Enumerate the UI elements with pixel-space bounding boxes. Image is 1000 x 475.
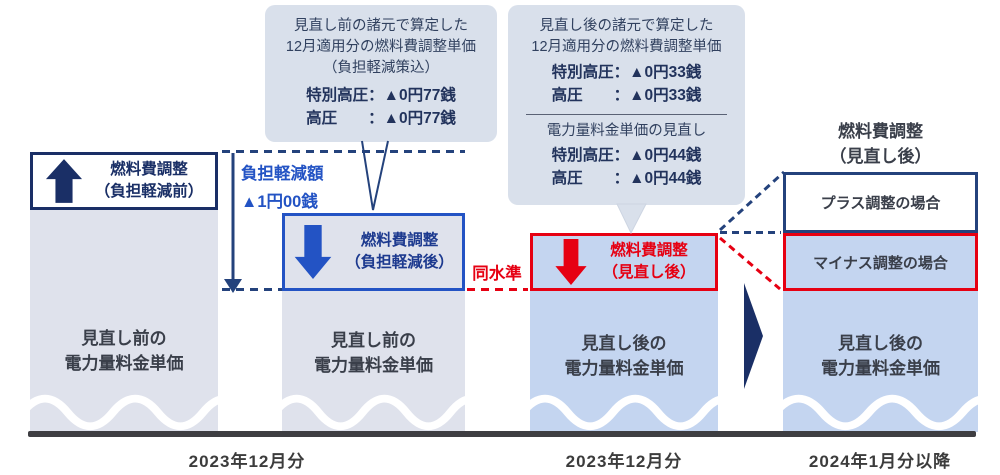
bar2-box-line2: （負担軽減後） (345, 254, 454, 271)
callout-divider (525, 114, 728, 115)
relief-amount-note: 負担軽減額 ▲1円00銭 (241, 160, 361, 216)
bar1-body-label: 見直し前の 電力量料金単価 (30, 326, 218, 376)
callout-before-value-koatsu: 高圧 ：▲0円77銭 (306, 110, 456, 127)
bar4-body-line2: 電力量料金単価 (821, 359, 940, 378)
future-adjustment-label: 燃料費調整 （見直し後） (788, 120, 973, 169)
wave-break-icon (519, 394, 752, 431)
minus-adjustment-case-box: マイナス調整の場合 (783, 233, 978, 291)
bar1-body-line1: 見直し前の (81, 329, 167, 348)
callout-before-title-line2: 12月適用分の燃料費調整単価 (285, 39, 477, 55)
bar1-box-line1: 燃料費調整 (110, 160, 188, 178)
bar4-body-line1: 見直し後の (838, 334, 923, 353)
callout-after-fuel-koatsu: 高圧 ：▲0円33銭 (551, 87, 702, 104)
bar2-box-label: 燃料費調整 （負担軽減後） (345, 230, 454, 275)
callout-before-values: 特別高圧：▲0円77銭 高圧 ：▲0円77銭 (306, 84, 456, 130)
relief-arrow-head-icon (224, 279, 242, 293)
fuel-adjustment-box-revised: 燃料費調整 （見直し後） (530, 233, 718, 291)
bar2-body-line2: 電力量料金単価 (314, 356, 433, 375)
callout-after-title-line1: 見直し後の諸元で算定した (539, 18, 714, 34)
future-label-line2: （見直し後） (829, 146, 932, 166)
down-arrow-icon (555, 239, 588, 285)
callout-after-energy-koatsu: 高圧 ：▲0円44銭 (551, 170, 702, 187)
flow-triangle-icon (744, 283, 763, 389)
callout-after-revision: 見直し後の諸元で算定した 12月適用分の燃料費調整単価 特別高圧：▲0円33銭 … (508, 5, 745, 205)
fuel-adjustment-box-before-relief: 燃料費調整 （負担軽減前） (30, 152, 218, 210)
callout-after-pointer (616, 203, 647, 235)
footer-period-before: 2023年12月分 (188, 452, 306, 471)
bar-before-relief-body: 見直し前の 電力量料金単価 (19, 210, 252, 432)
callout-after-fuel-tokko: 特別高圧：▲0円33銭 (551, 64, 702, 81)
same-level-note: 同水準 (472, 265, 522, 283)
bar3-body-label: 見直し後の 電力量料金単価 (530, 331, 718, 381)
relief-amount-line2: ▲1円00銭 (241, 193, 318, 211)
bar1-box-label: 燃料費調整 （負担軽減前） (95, 159, 204, 204)
future-label-line1: 燃料費調整 (838, 122, 923, 141)
bar3-box-label: 燃料費調整 （見直し後） (602, 240, 695, 285)
wave-break-icon (271, 394, 498, 431)
bar3-box-line1: 燃料費調整 (610, 241, 688, 259)
bar1-box-line2: （負担軽減前） (94, 183, 204, 200)
bar3-box-line2: （見直し後） (602, 264, 696, 281)
callout-before-revision: 見直し前の諸元で算定した 12月適用分の燃料費調整単価 （負担軽減策込） 特別高… (265, 5, 497, 142)
callout-before-value-tokko: 特別高圧：▲0円77銭 (306, 87, 456, 104)
minus-case-label: マイナス調整の場合 (813, 254, 948, 272)
bar2-body-label: 見直し前の 電力量料金単価 (282, 328, 465, 378)
wave-break-icon (771, 394, 1000, 431)
bar2-box-line1: 燃料費調整 (360, 231, 439, 249)
bar2-body-line1: 見直し前の (331, 331, 416, 350)
bar3-body-line2: 電力量料金単価 (564, 359, 684, 378)
callout-before-title-line3: （負担軽減策込） (323, 60, 439, 76)
callout-after-energy-values: 特別高圧：▲0円44銭 高圧 ：▲0円44銭 (552, 144, 702, 190)
callout-after-fuel-values: 特別高圧：▲0円33銭 高圧 ：▲0円33銭 (552, 61, 702, 107)
callout-after-title-line2: 12月適用分の燃料費調整単価 (531, 39, 722, 55)
fuel-adjustment-box-after-relief: 燃料費調整 （負担軽減後） (282, 213, 465, 291)
bar3-body-line1: 見直し後の (581, 334, 667, 353)
baseline-axis (28, 431, 976, 437)
up-arrow-icon (45, 159, 82, 203)
bar1-body-line2: 電力量料金単価 (64, 354, 184, 373)
relief-amount-line1: 負担軽減額 (241, 165, 324, 183)
wave-break-icon (19, 394, 252, 431)
plus-case-label: プラス調整の場合 (820, 195, 941, 212)
plus-adjustment-case-box: プラス調整の場合 (783, 172, 978, 233)
callout-after-energy-tokko: 特別高圧：▲0円44銭 (551, 147, 702, 164)
callout-after-subtitle: 電力量料金単価の見直し (546, 123, 707, 139)
callout-before-pointer (361, 140, 389, 211)
callout-before-title-line1: 見直し前の諸元で算定した (294, 18, 468, 34)
footer-period-future: 2024年1月分以降 (808, 452, 952, 471)
footer-period-revised: 2023年12月分 (565, 452, 683, 471)
dashed-line-minus-case (719, 236, 781, 291)
bar4-body-label: 見直し後の 電力量料金単価 (783, 331, 978, 381)
bar-revised-body: 見直し後の 電力量料金単価 (519, 233, 752, 432)
down-arrow-icon (294, 225, 332, 279)
